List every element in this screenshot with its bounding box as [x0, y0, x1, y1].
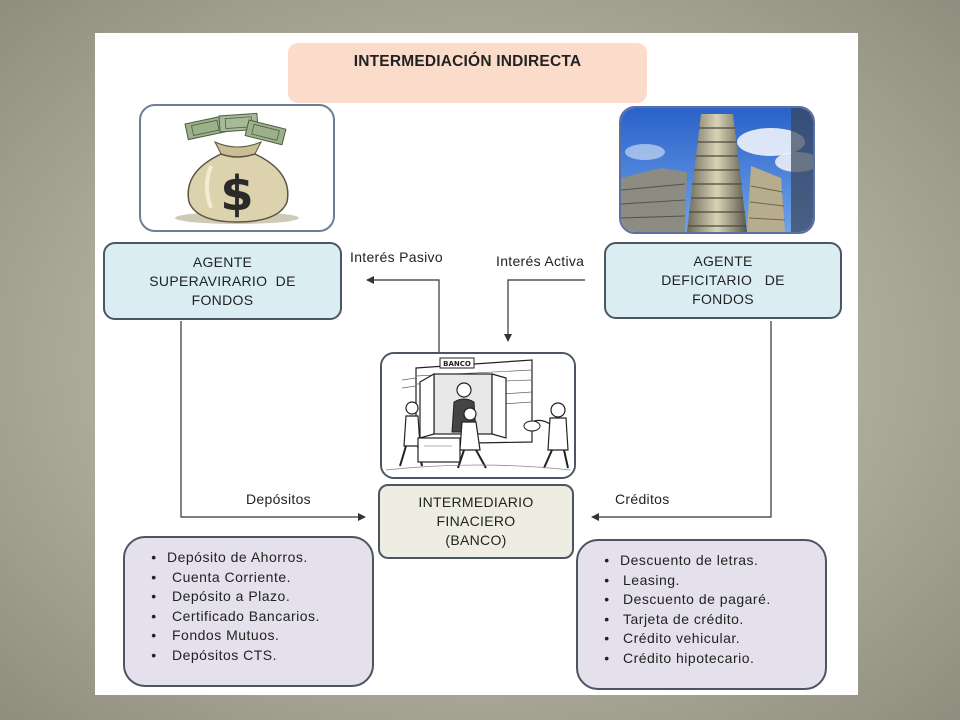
surplus-agent-line: AGENTE [192, 253, 253, 270]
bullet: • [151, 568, 157, 585]
list-item-text: Descuento de letras. [620, 552, 759, 568]
list-item-text: Cuenta Corriente. [172, 568, 292, 585]
passive-interest-arrow [366, 276, 440, 352]
bullet: • [604, 649, 610, 666]
intermediary-box: INTERMEDIARIO FINACIERO (BANCO) [378, 484, 574, 559]
list-item-text: Depósito a Plazo. [172, 588, 291, 604]
deficit-agent-line: FONDOS [692, 291, 754, 307]
credits-label: Créditos [615, 491, 670, 507]
bullet: • [604, 610, 610, 627]
list-item: • Descuento de pagaré. [594, 590, 771, 610]
active-interest-arrow [504, 279, 585, 342]
list-item-text: Crédito vehicular. [623, 630, 741, 646]
surplus-agent-line: SUPERAVIRARIO DE [149, 272, 296, 289]
deposits-arrow [180, 321, 366, 521]
list-item-text: Certificado Bancarios. [172, 607, 320, 624]
list-item: • Depósitos CTS. [141, 646, 320, 666]
list-item-text: Fondos Mutuos. [172, 627, 280, 643]
list-item-text: Descuento de pagaré. [623, 591, 771, 607]
intermediary-line: FINACIERO [436, 513, 516, 529]
deposits-label: Depósitos [246, 491, 311, 507]
list-item: • Cuenta Corriente. [141, 568, 320, 588]
credits-arrow [591, 321, 772, 521]
bullet: • [604, 571, 610, 588]
list-item-text: Depósitos CTS. [172, 646, 278, 663]
bank-sign: BANCO [443, 360, 471, 368]
flow-connectors [180, 276, 772, 521]
list-item: • Crédito hipotecario. [594, 649, 771, 669]
deficit-agent-line: AGENTE [693, 253, 753, 269]
surplus-agent-box: AGENTE SUPERAVIRARIO DE FONDOS [103, 242, 342, 320]
page-title-text: INTERMEDIACIÓN INDIRECTA [353, 53, 582, 70]
intermediary-line: (BANCO) [445, 532, 507, 548]
bullet: • [151, 607, 157, 624]
bullet: • [604, 552, 610, 568]
passive-interest-label: Interés Pasivo [350, 249, 443, 265]
list-item: • Descuento de letras. [594, 551, 771, 571]
bullet: • [604, 591, 610, 607]
bank-cartoon-icon: BANCO [380, 352, 576, 479]
active-interest-label: Interés Activa [496, 253, 585, 269]
list-item: • Depósito a Plazo. [141, 587, 320, 607]
credit-products-list: • Descuento de letras. • Leasing. • Descuen… [576, 539, 827, 690]
deficit-agent-box: AGENTE DEFICITARIO DE FONDOS [604, 242, 842, 319]
slide: INTERMEDIACIÓN INDIRECTA $ [95, 33, 858, 695]
bullet: • [151, 627, 157, 643]
bullet: • [151, 588, 157, 604]
list-item-text: Crédito hipotecario. [623, 649, 755, 666]
list-item: • Leasing. [594, 571, 771, 591]
list-item-text: Depósito de Ahorros. [167, 549, 308, 565]
office-building-icon [619, 106, 815, 234]
list-item: • Fondos Mutuos. [141, 626, 320, 646]
page-title: INTERMEDIACIÓN INDIRECTA [288, 43, 647, 103]
deficit-agent-line: DEFICITARIO DE [661, 272, 785, 288]
deposit-products-list: • Depósito de Ahorros. • Cuenta Corriente.… [123, 536, 374, 687]
svg-text:$: $ [220, 166, 253, 222]
bullet: • [151, 646, 157, 663]
intermediary-line: INTERMEDIARIO [418, 494, 534, 510]
list-item-text: Tarjeta de crédito. [623, 610, 744, 627]
list-item: • Tarjeta de crédito. [594, 610, 771, 630]
surplus-agent-line: FONDOS [191, 291, 254, 308]
list-item: • Depósito de Ahorros. [141, 548, 320, 568]
list-item-text: Leasing. [623, 571, 680, 588]
money-bag-icon: $ [139, 104, 335, 232]
list-item: • Crédito vehicular. [594, 629, 771, 649]
bullet: • [151, 549, 157, 565]
list-item: • Certificado Bancarios. [141, 607, 320, 627]
bullet: • [604, 630, 610, 646]
